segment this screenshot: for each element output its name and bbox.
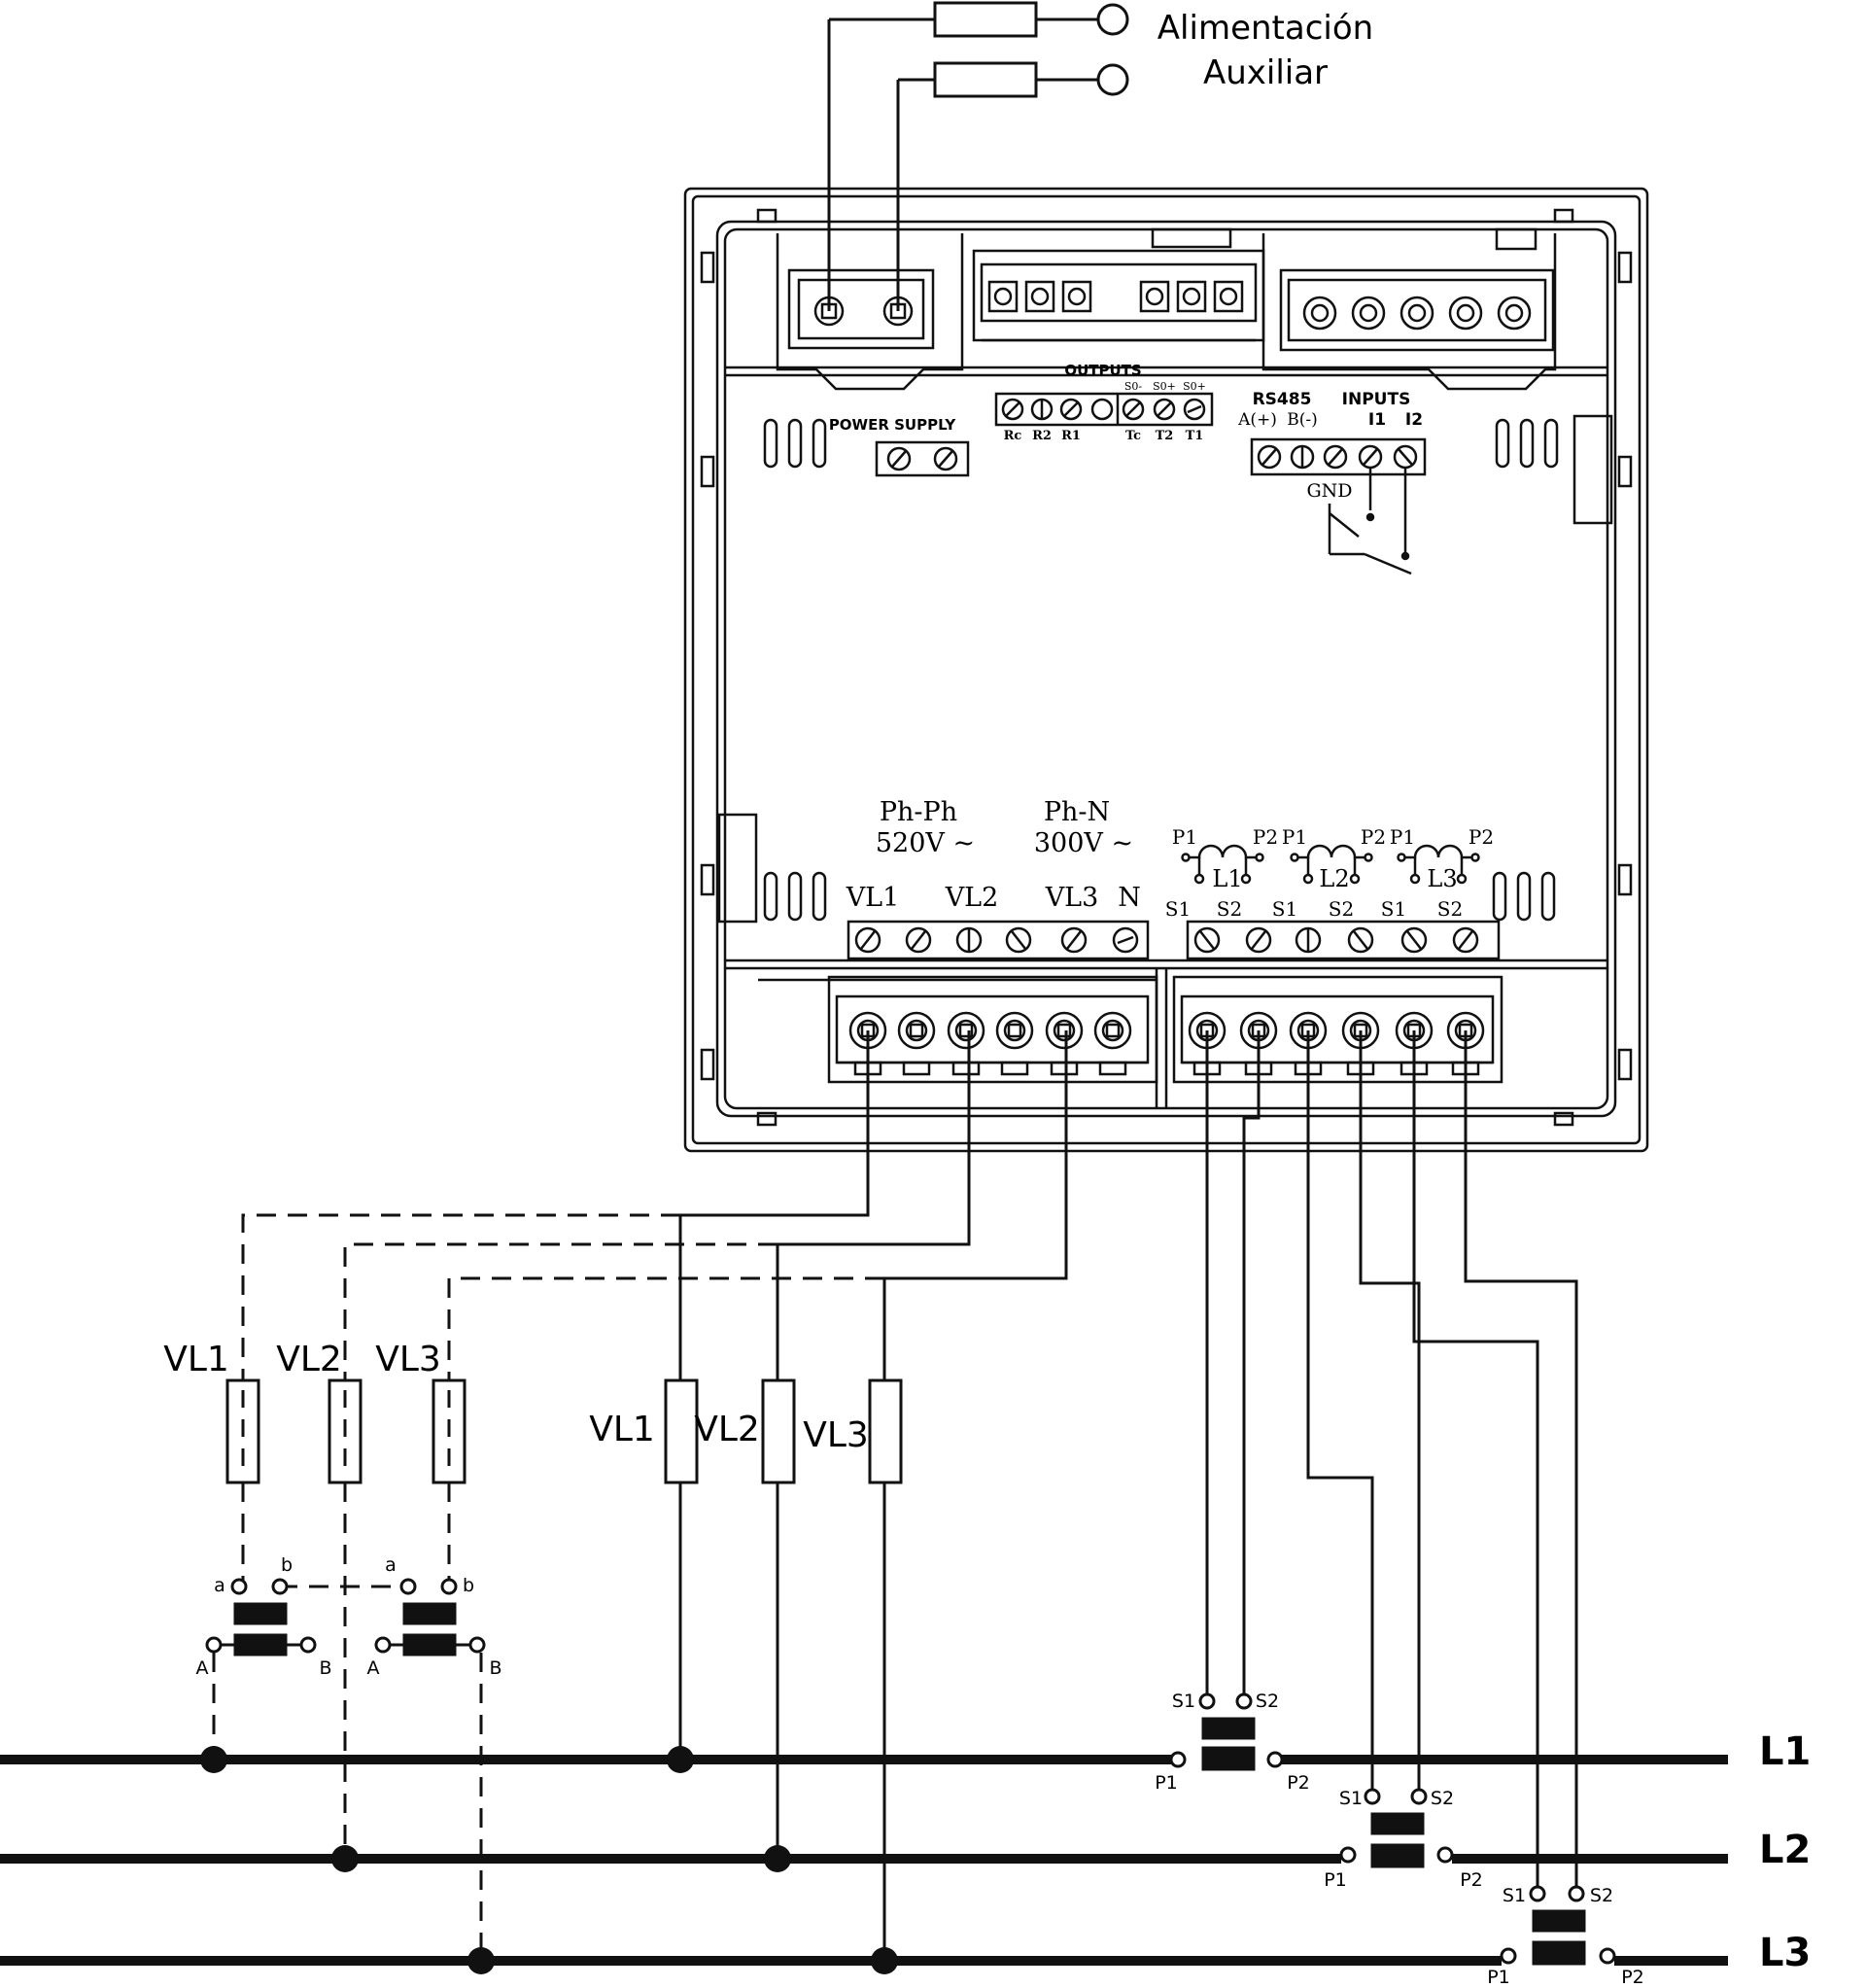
power-supply-label: POWER SUPPLY bbox=[829, 416, 957, 434]
rs485-a-label: A(+) bbox=[1237, 410, 1277, 430]
ct-l2-p2-terminal-label: P2 bbox=[1460, 1869, 1483, 1891]
vt2-a-label: a bbox=[385, 1554, 397, 1576]
ct-l3-p1-label: P1 bbox=[1390, 825, 1415, 849]
ct-l2-label: L2 bbox=[1319, 865, 1349, 892]
ct-l3-s1-terminal-label: S1 bbox=[1503, 1885, 1526, 1906]
vt-fuse-vl2-label: VL2 bbox=[276, 1340, 342, 1379]
ct-l2-p1-label: P1 bbox=[1282, 825, 1307, 849]
ct-l2 bbox=[1339, 1788, 1454, 1868]
terminal-vl2-label: VL2 bbox=[945, 883, 999, 913]
power-plug-connector bbox=[787, 268, 935, 350]
output-t1-label: T1 bbox=[1186, 429, 1204, 443]
so-plus-label-2: S0+ bbox=[1183, 380, 1206, 393]
voltage-wiring-direct bbox=[664, 1030, 1068, 1961]
terminal-vl3-label: VL3 bbox=[1045, 883, 1099, 913]
current-terminal-block bbox=[1186, 920, 1501, 960]
voltage-plug-connector bbox=[827, 975, 1158, 1084]
ct-l1-s2-terminal-label: S2 bbox=[1256, 1691, 1279, 1712]
ct-l1-s1-terminal-label: S1 bbox=[1172, 1691, 1195, 1712]
ct-l3-p1-terminal-label: P1 bbox=[1487, 1967, 1510, 1988]
voltage-transformer-1 bbox=[205, 1578, 317, 1657]
vt-fuse-vl1-label: VL1 bbox=[163, 1340, 229, 1379]
device-ct-symbols bbox=[1181, 844, 1480, 885]
input-i1-label: I1 bbox=[1368, 410, 1386, 430]
power-supply-terminal-block bbox=[875, 440, 970, 477]
ct-l2-s2-label: S2 bbox=[1329, 897, 1354, 921]
rs485-label: RS485 bbox=[1253, 390, 1312, 409]
line-l2-label: L2 bbox=[1759, 1828, 1811, 1872]
ct-l3-p2-terminal-label: P2 bbox=[1621, 1967, 1644, 1988]
ct-l1-p2-terminal-label: P2 bbox=[1287, 1772, 1310, 1794]
vt-fuse-dashes bbox=[241, 1390, 451, 1473]
so-minus-label: S0- bbox=[1124, 380, 1143, 393]
vt1-a-label: a bbox=[214, 1575, 225, 1596]
ph-n-voltage-label: 300V ~ bbox=[1034, 828, 1133, 858]
vt-fuse-vl3-label: VL3 bbox=[375, 1340, 441, 1379]
outputs-terminal-block bbox=[994, 392, 1214, 427]
current-plug-connector bbox=[1172, 975, 1503, 1084]
voltage-transformer-2 bbox=[374, 1578, 486, 1657]
ct-l3-s2-terminal-label: S2 bbox=[1590, 1885, 1613, 1906]
ct-l1-p1-label: P1 bbox=[1172, 825, 1197, 849]
ct-l2-p2-label: P2 bbox=[1361, 825, 1386, 849]
output-rc-label: Rc bbox=[1004, 429, 1022, 443]
meter-housing bbox=[683, 187, 1649, 1153]
ph-ph-label: Ph-Ph bbox=[880, 797, 957, 827]
aux-supply-label-1: Alimentación bbox=[1158, 9, 1373, 48]
ph-n-label: Ph-N bbox=[1044, 797, 1110, 827]
ct-l2-p1-terminal-label: P1 bbox=[1324, 1869, 1347, 1891]
ct-l3-s1-label: S1 bbox=[1381, 897, 1406, 921]
output-r2-label: R2 bbox=[1032, 429, 1052, 443]
input-i2-label: I2 bbox=[1405, 410, 1423, 430]
ct-l2-s2-terminal-label: S2 bbox=[1431, 1788, 1454, 1809]
aux-supply-label-2: Auxiliar bbox=[1203, 53, 1328, 92]
voltage-wiring-vt bbox=[212, 1213, 884, 1961]
inputs-label: INPUTS bbox=[1342, 390, 1411, 409]
outputs-label: OUTPUTS bbox=[1064, 362, 1141, 379]
power-lines bbox=[0, 1755, 1728, 1966]
so-plus-label-1: S0+ bbox=[1153, 380, 1176, 393]
fuse-vl1-label: VL1 bbox=[589, 1410, 655, 1449]
ph-ph-voltage-label: 520V ~ bbox=[876, 828, 975, 858]
vt1-b-label: b bbox=[281, 1554, 293, 1576]
rs485-input-plug-connector bbox=[1279, 268, 1555, 352]
auxiliary-supply bbox=[827, 1, 1129, 311]
vent-slots bbox=[763, 418, 1559, 922]
vt2-B-label: B bbox=[489, 1657, 501, 1679]
output-r1-label: R1 bbox=[1061, 429, 1081, 443]
ct-l2-s1-terminal-label: S1 bbox=[1339, 1788, 1363, 1809]
output-plug-connector bbox=[972, 249, 1265, 342]
voltage-terminal-block bbox=[847, 920, 1150, 960]
terminal-vl1-label: VL1 bbox=[846, 883, 900, 913]
vt2-A-label: A bbox=[367, 1657, 380, 1679]
vt1-A-label: A bbox=[196, 1657, 209, 1679]
fuse-vl2-label: VL2 bbox=[694, 1410, 760, 1449]
line-junctions bbox=[200, 1746, 898, 1974]
ct-l1-p2-label: P2 bbox=[1253, 825, 1278, 849]
ct-l3-s2-label: S2 bbox=[1437, 897, 1463, 921]
ct-l1-label: L1 bbox=[1212, 865, 1242, 892]
rs485-b-label: B(-) bbox=[1287, 410, 1318, 430]
output-t2-label: T2 bbox=[1156, 429, 1174, 443]
rs485-inputs-terminal-block bbox=[1250, 437, 1427, 476]
current-wiring bbox=[1205, 1030, 1578, 1894]
ct-l3-p2-label: P2 bbox=[1469, 825, 1494, 849]
terminal-n-label: N bbox=[1118, 883, 1141, 913]
fuse-vl3-label: VL3 bbox=[803, 1415, 869, 1455]
line-l1-label: L1 bbox=[1759, 1729, 1811, 1774]
ct-l1-s1-label: S1 bbox=[1165, 897, 1191, 921]
output-tc-label: Tc bbox=[1125, 429, 1141, 443]
ct-l1-p1-terminal-label: P1 bbox=[1155, 1772, 1178, 1794]
vt1-B-label: B bbox=[319, 1657, 331, 1679]
ct-l2-s1-label: S1 bbox=[1272, 897, 1297, 921]
ct-l3-label: L3 bbox=[1427, 865, 1457, 892]
vt2-b-label: b bbox=[463, 1575, 474, 1596]
gnd-label: GND bbox=[1306, 480, 1352, 502]
ct-l1-s2-label: S2 bbox=[1217, 897, 1242, 921]
line-l3-label: L3 bbox=[1759, 1931, 1811, 1975]
input-switches bbox=[1328, 468, 1412, 575]
